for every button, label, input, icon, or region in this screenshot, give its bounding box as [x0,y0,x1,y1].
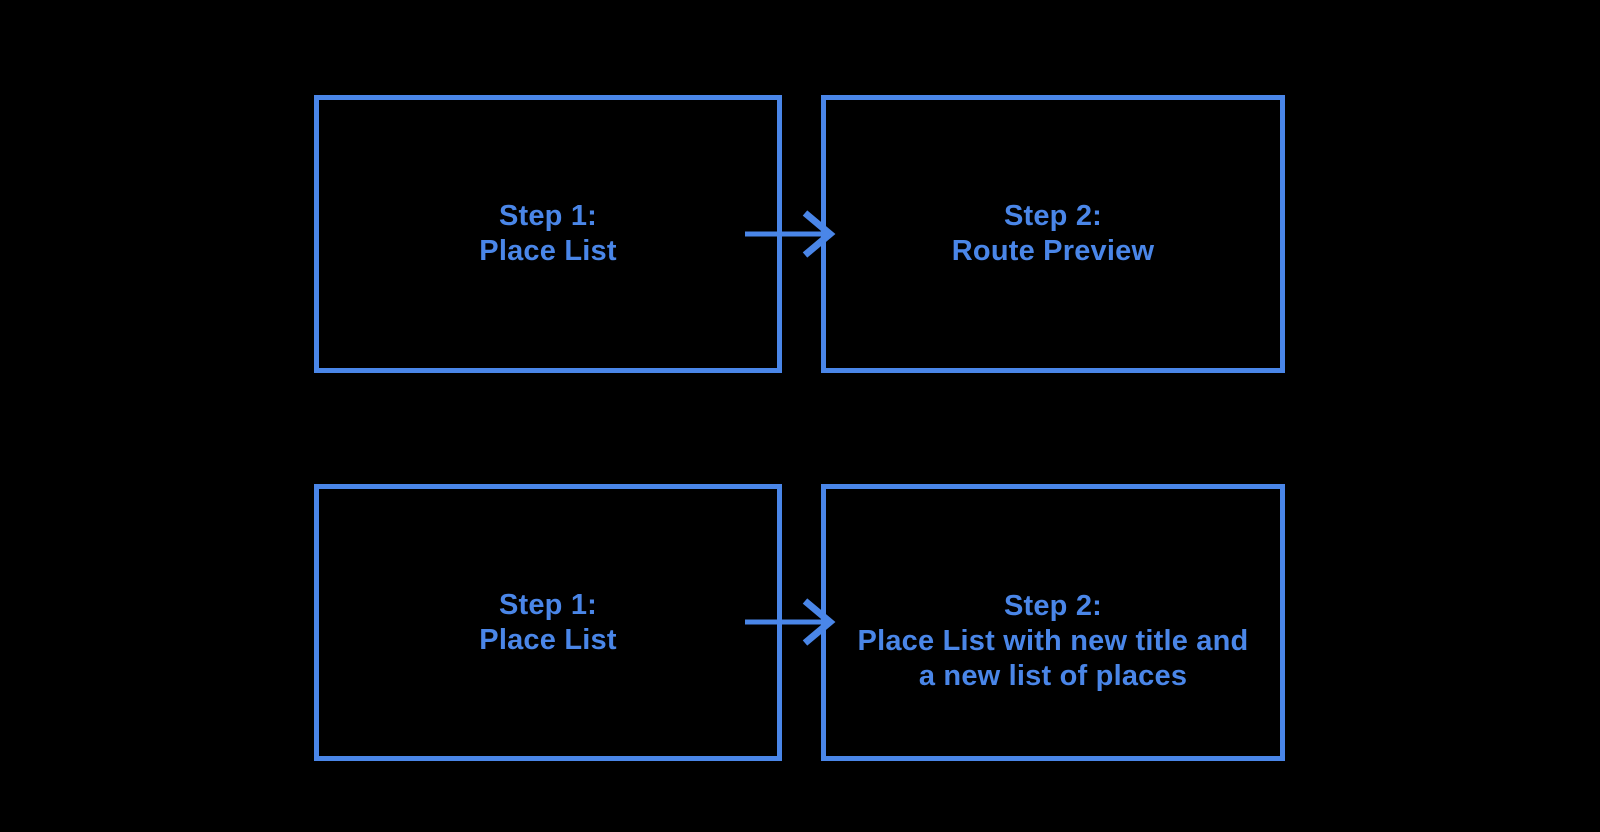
flow-box-step2-place-list-new: Step 2: Place List with new title and a … [821,484,1285,761]
box-line: Step 1: [498,588,598,621]
box-line: Place List with new title and [857,625,1249,657]
flow-box-step2-route-preview: Step 2: Route Preview [821,95,1285,373]
box-label: Step 1: Place List [479,199,616,269]
box-line: a new list of places [918,660,1188,692]
box-label: Step 1: Place List [479,588,616,658]
box-line: Step 2: [1003,200,1103,232]
box-line: Step 1: [498,200,598,232]
box-line: Place List [479,623,617,656]
flow-box-step1-bottom: Step 1: Place List [314,484,782,761]
box-line: Step 2: [1003,590,1103,622]
box-line: Route Preview [951,235,1155,267]
box-line: Place List [479,235,617,267]
box-label: Step 2: Route Preview [952,199,1154,269]
flow-box-step1-top: Step 1: Place List [314,95,782,373]
box-label: Step 2: Place List with new title and a … [858,589,1249,694]
